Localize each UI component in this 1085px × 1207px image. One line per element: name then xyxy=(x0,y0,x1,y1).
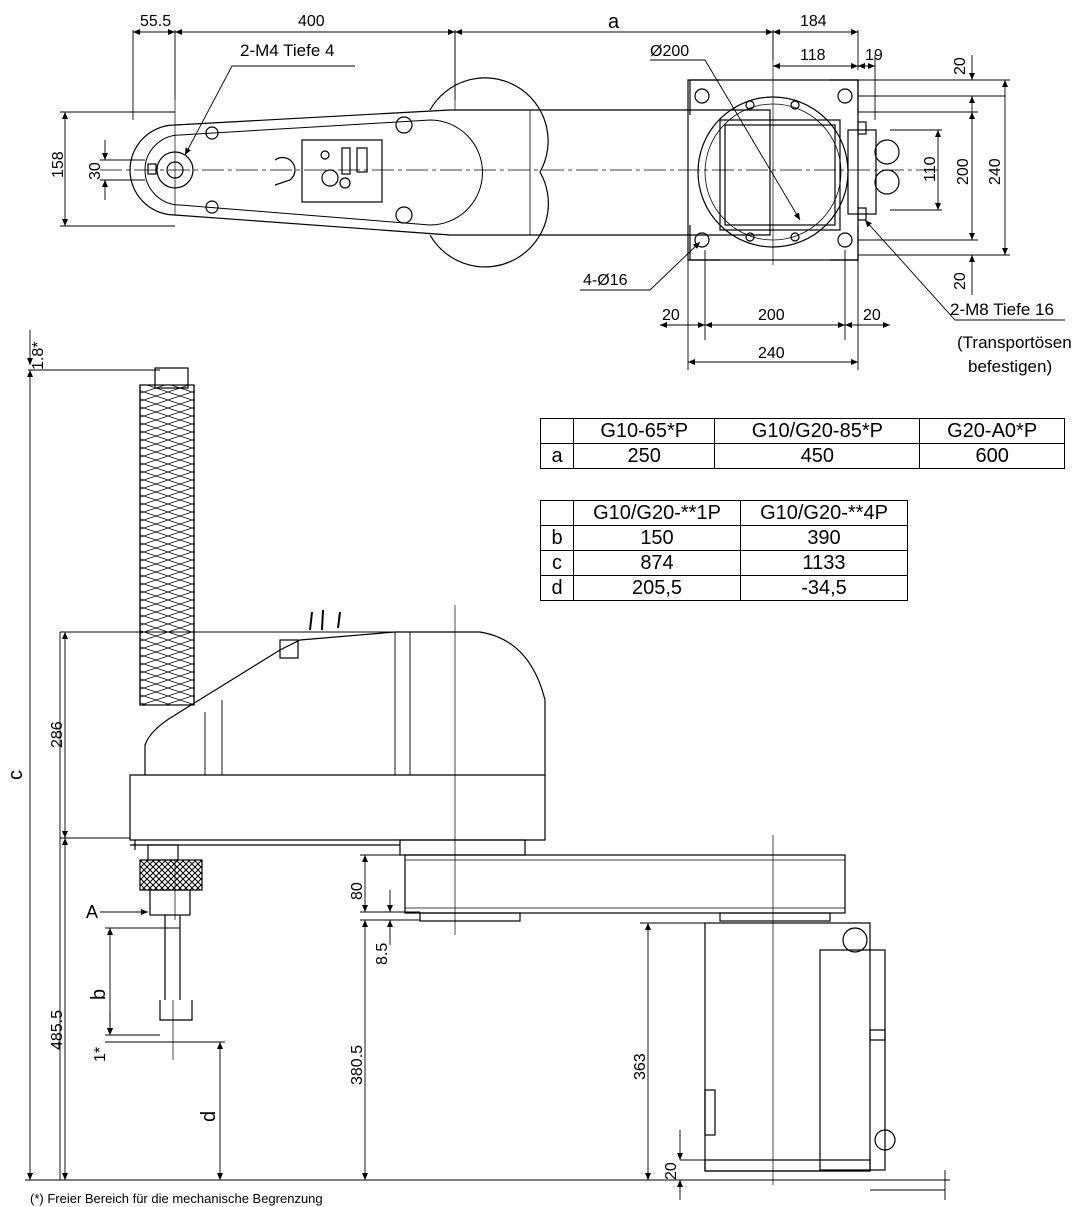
arm-outline-top xyxy=(129,109,771,236)
callout-transport-1: (Transportösen xyxy=(957,333,1072,352)
table-a-header-corner xyxy=(540,418,574,444)
dim-158: 158 xyxy=(50,151,67,178)
table-row: c 874 1133 xyxy=(540,550,908,576)
bellows-lower xyxy=(139,859,203,891)
dim-1: 1* xyxy=(92,1047,109,1062)
dim-240-h: 240 xyxy=(758,345,785,362)
callout-m4: 2-M4 Tiefe 4 xyxy=(240,41,335,60)
bellows-upper xyxy=(139,384,195,706)
table-bcd-header-col2: G10/G20-**4P xyxy=(740,500,908,526)
side-view-dimension-text: 1.8* c 286 80 8.5 485.5 380.5 b 1* d 363… xyxy=(5,342,680,1180)
view-marker-a: A xyxy=(86,902,98,922)
dim-8-5: 8.5 xyxy=(374,943,391,965)
row-label: a xyxy=(540,443,574,469)
dim-200-v: 200 xyxy=(955,158,972,185)
dim-19: 19 xyxy=(865,47,883,64)
table-a-header: G10-65*P G10/G20-85*P G20-A0*P xyxy=(540,418,1065,444)
dim-20-base: 20 xyxy=(663,1162,680,1180)
cell: 205,5 xyxy=(573,575,741,601)
cell: 390 xyxy=(740,525,908,551)
table-bcd-header-corner xyxy=(540,500,574,526)
table-row: a 250 450 600 xyxy=(540,443,1065,469)
dim-240-v: 240 xyxy=(987,158,1004,185)
dim-dia-200: Ø200 xyxy=(650,43,689,60)
dim-20-right: 20 xyxy=(863,307,881,324)
top-view-dimension-text: 55.5 400 a 184 118 19 Ø200 2-M4 Tiefe 4 … xyxy=(50,11,1072,376)
dim-20-top: 20 xyxy=(952,57,969,75)
table-a: G10-65*P G10/G20-85*P G20-A0*P a 250 450… xyxy=(540,418,1065,469)
cell: 450 xyxy=(714,443,921,469)
arm1-housing xyxy=(129,774,546,841)
dim-20-bottom: 20 xyxy=(952,272,969,290)
cell: 874 xyxy=(573,550,741,576)
footnote: (*) Freier Bereich für die mechanische B… xyxy=(30,1191,323,1206)
callout-transport-2: befestigen) xyxy=(968,357,1052,376)
table-row: b 150 390 xyxy=(540,525,908,551)
cell: 1133 xyxy=(740,550,908,576)
cell: 250 xyxy=(572,443,716,469)
table-a-header-col1: G10-65*P xyxy=(572,418,716,444)
table-a-header-col3: G20-A0*P xyxy=(919,418,1065,444)
dim-30: 30 xyxy=(87,162,104,180)
cell: 150 xyxy=(573,525,741,551)
table-bcd-header-col1: G10/G20-**1P xyxy=(573,500,741,526)
arm2-housing xyxy=(404,854,846,914)
dim-a: a xyxy=(608,11,620,33)
dim-200-h: 200 xyxy=(758,307,785,324)
dim-110: 110 xyxy=(922,156,939,182)
dim-holes: 4-Ø16 xyxy=(583,272,628,289)
row-label: c xyxy=(540,550,574,576)
dim-80: 80 xyxy=(349,882,366,900)
dim-184: 184 xyxy=(800,13,827,30)
row-label: d xyxy=(540,575,574,601)
dim-20-left: 20 xyxy=(662,307,680,324)
cell: -34,5 xyxy=(740,575,908,601)
dim-b: b xyxy=(88,989,110,1000)
dim-286: 286 xyxy=(49,721,66,748)
side-view-dimensions xyxy=(25,330,950,1200)
table-bcd: G10/G20-**1P G10/G20-**4P b 150 390 c 87… xyxy=(540,500,908,601)
table-a-header-col2: G10/G20-85*P xyxy=(714,418,921,444)
row-label: b xyxy=(540,525,574,551)
base-column xyxy=(704,922,871,1172)
dim-118: 118 xyxy=(800,47,826,64)
table-bcd-header: G10/G20-**1P G10/G20-**4P xyxy=(540,500,908,526)
dim-55-5: 55.5 xyxy=(140,13,171,30)
dim-400: 400 xyxy=(298,13,325,30)
table-row: d 205,5 -34,5 xyxy=(540,575,908,601)
top-view xyxy=(100,30,940,268)
cell: 600 xyxy=(919,443,1065,469)
dim-380-5: 380.5 xyxy=(349,1045,366,1085)
dim-d: d xyxy=(198,1111,220,1122)
side-view xyxy=(28,367,896,1185)
dim-1-8: 1.8* xyxy=(30,342,47,370)
dim-c: c xyxy=(5,770,27,780)
dim-485-5: 485.5 xyxy=(49,1010,66,1050)
top-view-dimensions xyxy=(60,29,1065,370)
dim-363: 363 xyxy=(632,1053,649,1080)
callout-m8: 2-M8 Tiefe 16 xyxy=(950,300,1054,319)
